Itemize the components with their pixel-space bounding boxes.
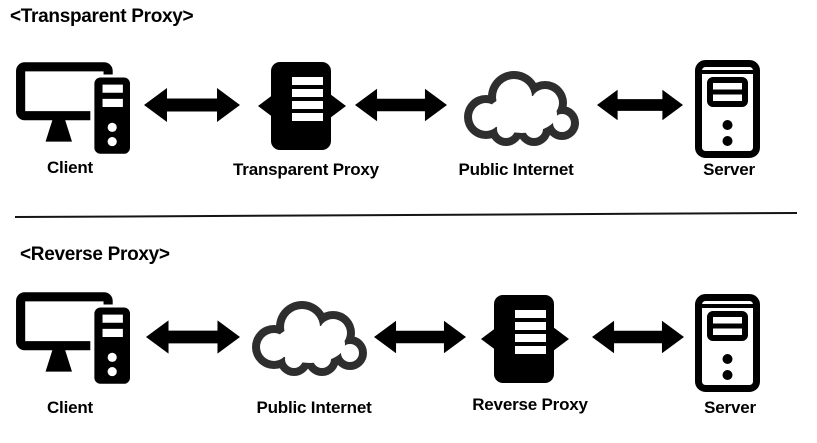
proxy-server-icon <box>479 293 571 385</box>
node-label-client: Client <box>46 158 94 177</box>
double-arrow-icon <box>597 85 683 130</box>
node-label-server: Server <box>703 160 755 179</box>
section-title-reverse-proxy: <Reverse Proxy> <box>20 244 170 265</box>
server-tower-icon <box>693 51 763 161</box>
server-node <box>693 285 763 395</box>
section-divider <box>15 211 797 219</box>
transparent-proxy-node <box>256 62 348 150</box>
client-node <box>14 290 130 384</box>
desktop-computer-icon <box>14 60 130 154</box>
desktop-computer-icon <box>14 290 130 384</box>
reverse-proxy-node <box>479 293 571 385</box>
node-label-public-internet: Public Internet <box>256 398 372 417</box>
node-label-client: Client <box>46 398 94 417</box>
double-arrow-icon <box>146 317 240 362</box>
double-arrow-icon <box>355 85 447 130</box>
double-arrow-icon <box>592 317 684 362</box>
server-node <box>693 51 763 161</box>
server-tower-icon <box>693 285 763 395</box>
section-title-transparent-proxy: <Transparent Proxy> <box>10 6 194 27</box>
proxy-server-icon <box>256 62 348 150</box>
node-label-server: Server <box>704 398 756 417</box>
client-node <box>14 60 130 154</box>
node-label-reverse-proxy: Reverse Proxy <box>472 395 588 414</box>
double-arrow-icon <box>143 85 241 130</box>
public-internet-node <box>240 287 378 387</box>
cloud-icon <box>452 57 590 157</box>
node-label-public-internet: Public Internet <box>458 160 574 179</box>
node-label-transparent-proxy: Transparent Proxy <box>233 160 379 179</box>
double-arrow-icon <box>374 317 466 362</box>
public-internet-node <box>452 57 590 157</box>
cloud-icon <box>240 287 378 387</box>
